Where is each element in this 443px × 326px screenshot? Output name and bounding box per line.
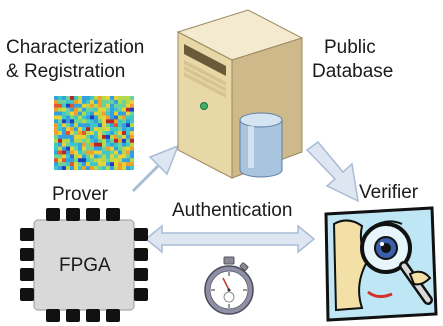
arrow-prover-to-database <box>131 144 180 193</box>
characterization-label: Characterization <box>6 37 145 58</box>
fpga-chip-icon <box>20 208 148 322</box>
magnifying-glass-icon <box>324 206 438 322</box>
prover-label: Prover <box>52 184 108 205</box>
database-cylinder-icon <box>239 112 283 178</box>
public-label: Public <box>324 37 376 58</box>
arrow-authentication <box>144 224 316 254</box>
verifier-label: Verifier <box>359 182 419 203</box>
arrow-database-to-verifier <box>305 140 359 203</box>
stopwatch-icon <box>204 256 254 315</box>
server-icon <box>176 9 304 179</box>
authentication-label: Authentication <box>172 200 293 221</box>
registration-label: & Registration <box>6 61 126 82</box>
database-label: Database <box>312 61 394 82</box>
heatmap-image <box>54 96 134 170</box>
fpga-label: FPGA <box>59 255 111 276</box>
